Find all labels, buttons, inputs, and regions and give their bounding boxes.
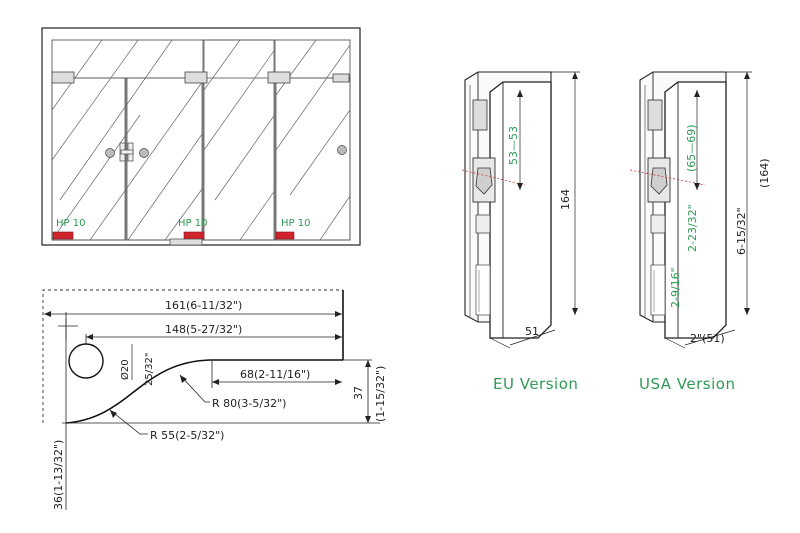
- pivot-middle: [183, 231, 205, 240]
- dim-left: 36(1-13/32"): [52, 440, 65, 510]
- eu-dim-height: 164: [559, 189, 572, 210]
- dim-radius-top: R 80(3-5/32"): [212, 397, 286, 410]
- door-opening: [51, 39, 351, 241]
- eu-dim-width: 51: [525, 325, 539, 338]
- usa-dim-axis: (65—69): [685, 124, 698, 172]
- usa-dim-axis-in-b: 2-23/32": [686, 204, 699, 252]
- usa-version-caption: USA Version: [639, 375, 735, 393]
- dim-height-in: (1-15/32"): [374, 366, 387, 422]
- bottom-pivot-fittings: [52, 231, 295, 246]
- usa-fitting-drawing: (65—69) 2-9/16" 2-23/32" 6-15/32" (164) …: [629, 71, 771, 393]
- dim-height-mm: 37: [352, 386, 365, 400]
- hp10-label-3: HP 10: [281, 218, 310, 229]
- dim-hole: Ø20: [119, 359, 131, 380]
- hp10-labels: HP 10 HP 10 HP 10: [56, 218, 310, 229]
- hp10-label-2: HP 10: [178, 218, 207, 229]
- usa-dim-height-in: 6-15/32": [735, 207, 748, 255]
- pivot-hole: [68, 343, 104, 379]
- floor-closer: [169, 238, 203, 246]
- dim-radius-bottom: R 55(2-5/32"): [150, 429, 224, 442]
- usa-dim-width: 2"(51): [690, 332, 725, 345]
- door-handles: [105, 142, 347, 162]
- dim-flat: 68(2-11/16"): [240, 368, 310, 381]
- door-elevation: HP 10 HP 10 HP 10: [41, 27, 361, 246]
- dim-total: 161(6-11/32"): [165, 299, 242, 312]
- profile-curve: [65, 359, 343, 424]
- eu-dim-axis: 53—53: [507, 126, 520, 165]
- pivot-left: [52, 231, 74, 240]
- dim-hole-offset: 25/32": [144, 353, 155, 386]
- profile-drawing: 161(6-11/32") 148(5-27/32") 68(2-11/16")…: [42, 289, 387, 510]
- hp10-label-1: HP 10: [56, 218, 85, 229]
- pivot-right: [275, 231, 295, 240]
- usa-dim-height-mm: (164): [758, 158, 771, 188]
- dim-center: 148(5-27/32"): [165, 323, 242, 336]
- top-patch-fittings: [51, 71, 350, 84]
- usa-dim-axis-in-a: 2-9/16": [669, 267, 682, 308]
- glass-reflection-lines: [52, 40, 202, 240]
- eu-version-caption: EU Version: [493, 375, 578, 393]
- single-door-leaf: [275, 77, 351, 241]
- fixed-side-panel: [203, 39, 275, 241]
- eu-fitting-drawing: 53—53 164 51 EU Version: [461, 71, 580, 393]
- right-door-leaf: [126, 77, 203, 241]
